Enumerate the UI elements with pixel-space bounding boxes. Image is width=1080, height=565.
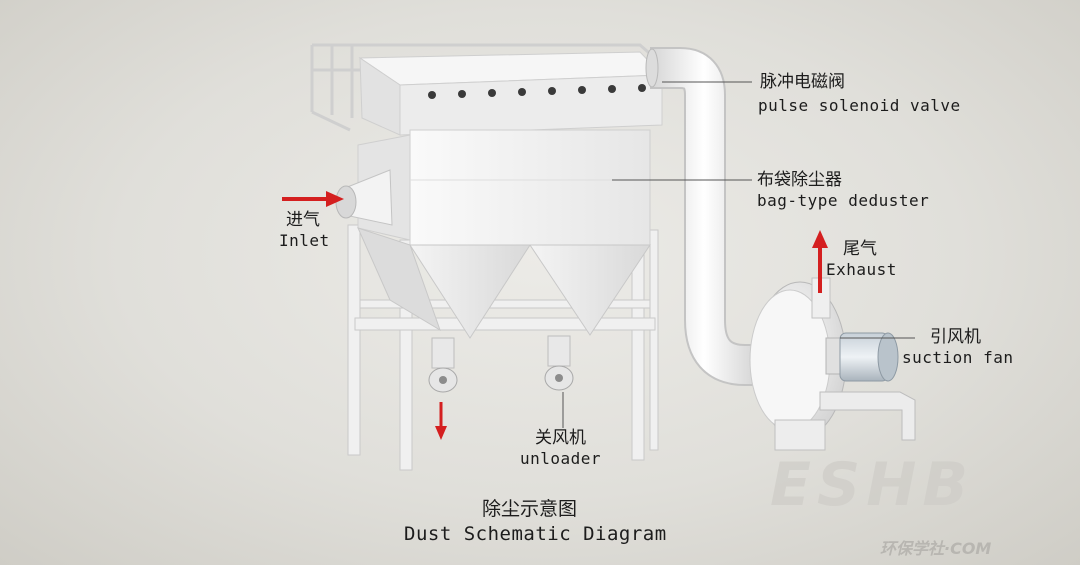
unloader-label-cn: 关风机 <box>535 428 586 448</box>
pulse-valve-row <box>428 84 646 99</box>
exhaust-label-en: Exhaust <box>826 260 897 279</box>
exhaust-arrow-icon <box>812 230 828 293</box>
watermark-logo: ESHB <box>770 450 975 520</box>
inlet-label-en: Inlet <box>279 231 330 250</box>
deduster-label-en: bag-type deduster <box>757 191 930 210</box>
inlet-label-cn: 进气 <box>286 210 320 230</box>
caption-en: Dust Schematic Diagram <box>404 523 667 545</box>
top-cover <box>358 51 664 136</box>
leader-lines <box>562 81 915 428</box>
pulse-valve-label-cn: 脉冲电磁阀 <box>760 72 845 92</box>
discharge-arrow-icon <box>435 402 447 440</box>
inlet-duct <box>335 169 393 226</box>
hoppers <box>357 227 651 369</box>
flow-arrows <box>282 191 828 440</box>
unloader-valves <box>428 365 574 393</box>
fan-label-en: suction fan <box>902 348 1014 367</box>
deduster-label-cn: 布袋除尘器 <box>757 170 842 190</box>
pulse-valve-label-en: pulse solenoid valve <box>758 96 961 115</box>
inlet-arrow-icon <box>282 191 344 207</box>
suction-fan <box>749 277 916 451</box>
unloader-label-en: unloader <box>520 449 602 468</box>
exhaust-label-cn: 尾气 <box>843 239 877 259</box>
fan-label-cn: 引风机 <box>930 327 981 347</box>
watermark-sub: 环保学社·COM <box>880 539 992 558</box>
caption-cn: 除尘示意图 <box>482 498 578 520</box>
exhaust-pipe <box>645 47 770 386</box>
deduster-body <box>357 129 651 246</box>
